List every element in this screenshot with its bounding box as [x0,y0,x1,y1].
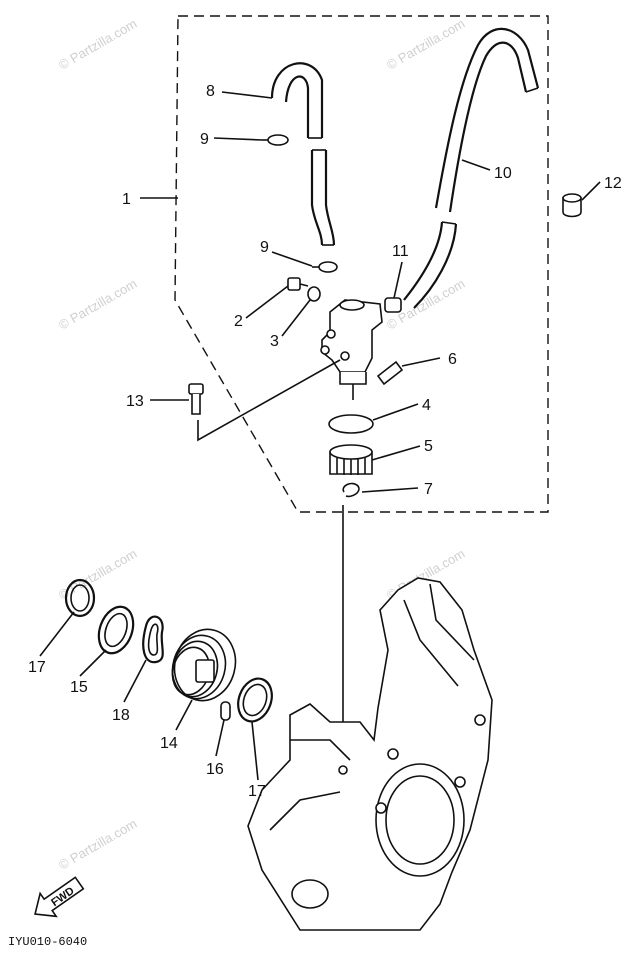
hose-10 [403,27,540,309]
callout-12: 12 [604,175,622,192]
leader-line [197,359,341,442]
watermark: © Partzilla.com [384,16,467,73]
hose-8 [270,62,336,246]
gear-5 [329,444,373,475]
callout-17-right: 17 [248,783,266,800]
callout-14: 14 [160,735,178,752]
callout-11: 11 [392,243,409,260]
callout-13: 13 [126,393,144,410]
circlip-7 [342,482,360,498]
callout-8: 8 [206,83,215,100]
callout-16: 16 [206,761,224,778]
watermark: © Partzilla.com [56,276,139,333]
screw-2 [287,277,309,291]
fwd-arrow: FWD [34,876,85,918]
callout-9-lower: 9 [260,239,269,256]
watermark: © Partzilla.com [56,816,139,873]
clip-9-upper [262,134,289,146]
callout-1: 1 [122,191,131,208]
callout-7: 7 [424,481,433,498]
callout-9-upper: 9 [200,131,209,148]
fitting-11 [384,297,402,313]
oil-pump-body [320,299,383,400]
washer-15 [97,605,135,655]
bolt-13 [188,383,204,415]
callout-5: 5 [424,438,433,455]
callout-18: 18 [112,707,130,724]
callout-10: 10 [494,165,512,182]
pin-16 [220,701,231,721]
callout-15: 15 [70,679,88,696]
leader-lines [39,91,601,781]
clip-9-lower [312,261,338,273]
cap-12 [562,193,582,218]
callout-2: 2 [234,313,243,330]
diagram-code: IYU010-6040 [8,935,87,949]
watermark: © Partzilla.com [56,546,139,603]
callout-labels: 1 2 3 4 5 6 7 8 9 9 10 11 12 13 14 15 16… [28,83,622,800]
pin-6 [376,360,404,386]
plate-18 [142,615,164,664]
gear-14 [171,628,237,702]
circlip-17-right [237,677,273,723]
callout-4: 4 [422,397,431,414]
callout-3: 3 [270,333,279,350]
circlip-17-left [64,578,96,618]
crankcase-cover [247,577,493,931]
callout-17-left: 17 [28,659,46,676]
watermark: © Partzilla.com [56,16,139,73]
o-ring-4 [328,414,374,434]
callout-6: 6 [448,351,457,368]
washer-3 [307,286,321,302]
assembly-boundary [174,15,549,513]
